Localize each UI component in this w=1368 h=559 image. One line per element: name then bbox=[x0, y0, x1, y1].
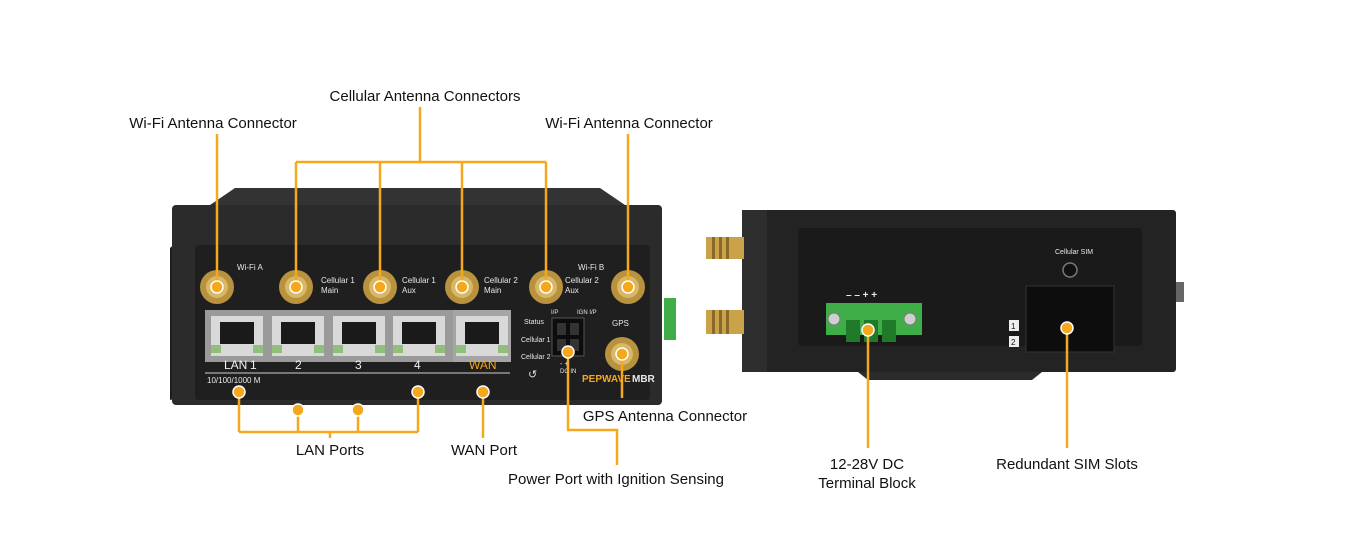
side-antenna-stub-top bbox=[706, 237, 744, 259]
dot-gps bbox=[615, 347, 629, 361]
cellular-sim-label: Cellular SIM bbox=[1055, 249, 1093, 256]
sim-slot-cover bbox=[1025, 285, 1115, 353]
sim-2-label: 2 bbox=[1011, 338, 1016, 347]
label-cell1-aux-line1: Cellular 1 bbox=[402, 276, 436, 285]
wan-label: WAN bbox=[469, 358, 497, 372]
ip-label: I/P bbox=[551, 310, 558, 316]
cellular1-led-label: Cellular 1 bbox=[521, 337, 551, 344]
dot-cellular1-aux bbox=[373, 280, 387, 294]
label-cell2-main-line1: Cellular 2 bbox=[484, 276, 518, 285]
router-front-view: Wi-Fi A Cellular 1 Main Cellular 1 Aux C… bbox=[170, 188, 676, 405]
dot-sim bbox=[1060, 321, 1074, 335]
dot-lan-3 bbox=[351, 403, 365, 417]
callout-wifi-antenna-right: Wi-Fi Antenna Connector bbox=[545, 115, 713, 132]
label-cell1-main-line1: Cellular 1 bbox=[321, 276, 355, 285]
model-label: MBR bbox=[632, 374, 656, 385]
label-cell2-aux-line1: Cellular 2 bbox=[565, 276, 599, 285]
dot-cellular1-main bbox=[289, 280, 303, 294]
callout-sim-slots: Redundant SIM Slots bbox=[996, 456, 1138, 473]
side-chassis-end bbox=[742, 210, 767, 372]
brand-logo: PEPWAVE bbox=[582, 374, 631, 385]
port-1-label: 1 bbox=[250, 358, 257, 372]
dot-wifi-a bbox=[210, 280, 224, 294]
lead-power bbox=[566, 352, 619, 465]
side-foot bbox=[858, 372, 1042, 380]
gps-label: GPS bbox=[612, 319, 629, 328]
power-port-connector bbox=[551, 317, 585, 357]
dot-power bbox=[561, 345, 575, 359]
ign-ip-label: IGN I/P bbox=[577, 310, 597, 316]
dot-cellular2-aux bbox=[539, 280, 553, 294]
callout-dots bbox=[210, 280, 1074, 417]
speed-label: 10/100/1000 M bbox=[207, 376, 261, 385]
side-antenna-stub-bottom bbox=[706, 310, 744, 334]
callout-wan-port: WAN Port bbox=[451, 442, 518, 459]
terminal-block-edge bbox=[664, 298, 676, 340]
dot-dc-terminal bbox=[861, 323, 875, 337]
port-2-label: 2 bbox=[295, 358, 302, 372]
reset-icon: ↺ bbox=[528, 368, 537, 381]
dot-lan-4 bbox=[411, 385, 425, 399]
terminal-polarity-signs: – – + + bbox=[846, 290, 877, 301]
lan-label: LAN bbox=[224, 358, 247, 372]
lan-port-1 bbox=[211, 316, 263, 356]
port-3-label: 3 bbox=[355, 358, 362, 372]
lan-port-2 bbox=[272, 316, 324, 356]
label-cell1-main-line2: Main bbox=[321, 286, 338, 295]
dot-wifi-b bbox=[621, 280, 635, 294]
callout-lan-ports: LAN Ports bbox=[296, 442, 364, 459]
callout-dc-terminal-line2: Terminal Block bbox=[818, 475, 916, 492]
dot-cellular2-main bbox=[455, 280, 469, 294]
leader-lines bbox=[215, 107, 1069, 465]
sim-2-badge bbox=[1009, 336, 1019, 347]
router-side-view: – – + + Cellular SIM 1 2 bbox=[706, 210, 1184, 380]
status-led-label: Status bbox=[524, 319, 544, 326]
callout-gps-antenna: GPS Antenna Connector bbox=[583, 408, 747, 425]
label-wifi-a: Wi-Fi A bbox=[237, 263, 263, 272]
label-cell1-aux-line2: Aux bbox=[402, 286, 416, 295]
dot-lan-2 bbox=[291, 403, 305, 417]
callout-power-port: Power Port with Ignition Sensing bbox=[508, 471, 724, 488]
wan-port bbox=[456, 316, 508, 356]
callout-dc-terminal-line1: 12-28V DC bbox=[830, 456, 904, 473]
sim-screw bbox=[1062, 262, 1078, 278]
sim-1-label: 1 bbox=[1011, 322, 1016, 331]
dc-terminal-block bbox=[826, 303, 922, 342]
cellular2-led-label: Cellular 2 bbox=[521, 354, 551, 361]
lan-port-3 bbox=[333, 316, 385, 356]
label-cell2-main-line2: Main bbox=[484, 286, 501, 295]
dc-in-polarity: - + bbox=[560, 361, 568, 368]
sim-1-badge bbox=[1009, 320, 1019, 331]
callout-labels: Wi-Fi Antenna Connector Cellular Antenna… bbox=[129, 88, 1138, 492]
side-latch bbox=[1176, 282, 1184, 302]
label-wifi-b: Wi-Fi B bbox=[578, 263, 604, 272]
port-4-label: 4 bbox=[414, 358, 421, 372]
label-cell2-aux-line2: Aux bbox=[565, 286, 579, 295]
dot-wan bbox=[476, 385, 490, 399]
chassis-top-bevel bbox=[210, 188, 625, 205]
dot-lan-1 bbox=[232, 385, 246, 399]
callout-cellular-antennas: Cellular Antenna Connectors bbox=[330, 88, 521, 105]
callout-wifi-antenna-left: Wi-Fi Antenna Connector bbox=[129, 115, 297, 132]
lan-port-4 bbox=[393, 316, 445, 356]
